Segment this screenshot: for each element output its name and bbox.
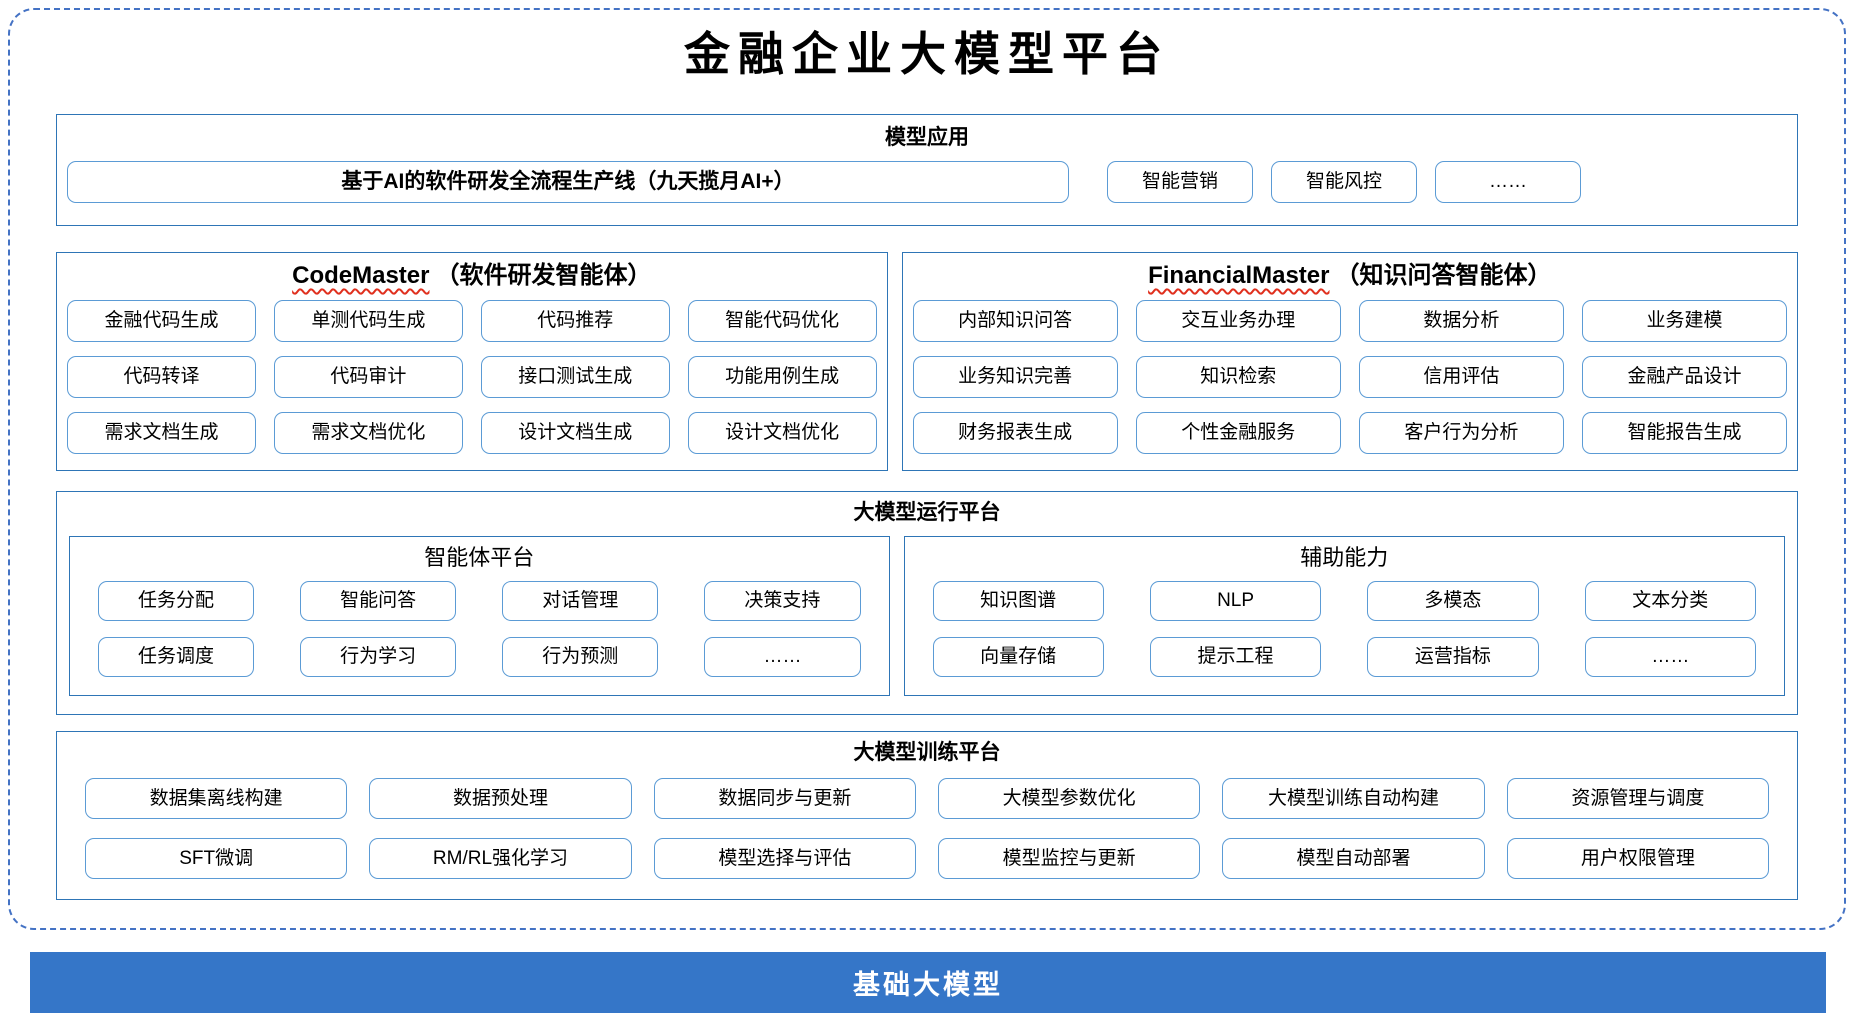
capability-box: 智能报告生成 [1581, 412, 1787, 454]
capability-box: …… [704, 637, 861, 677]
capability-box: 智能代码优化 [687, 300, 877, 342]
capability-box: …… [1435, 161, 1581, 203]
capability-box: 知识检索 [1135, 356, 1341, 398]
capability-box: 决策支持 [704, 581, 861, 621]
capability-box: 文本分类 [1584, 581, 1756, 621]
capability-box: 需求文档优化 [273, 412, 463, 454]
capability-box: 接口测试生成 [480, 356, 670, 398]
subsection-agent-platform: 智能体平台 任务分配 智能问答 对话管理 决策支持任务调度 行为学习 行为预测 …… [69, 536, 890, 696]
capability-box: 代码审计 [273, 356, 463, 398]
capability-box: 智能问答 [300, 581, 457, 621]
foundation-model-bar: 基础大模型 [30, 952, 1826, 1013]
model-application-header: 模型应用 [885, 126, 969, 149]
capability-box: 业务知识完善 [912, 356, 1118, 398]
capability-box: 金融产品设计 [1581, 356, 1787, 398]
codemaster-header: CodeMaster（软件研发智能体） [67, 259, 877, 293]
codemaster-title-zh: （软件研发智能体） [435, 262, 652, 289]
capability-box: 大模型参数优化 [938, 778, 1201, 819]
capability-box: 任务调度 [98, 637, 255, 677]
capability-box: 信用评估 [1358, 356, 1564, 398]
capability-box: 数据同步与更新 [653, 778, 916, 819]
section-model-application: 模型应用 基于AI的软件研发全流程生产线（九天揽月AI+） 智能营销智能风控 …… [56, 114, 1798, 226]
capability-box: 模型监控与更新 [938, 838, 1201, 879]
capability-box: 财务报表生成 [912, 412, 1118, 454]
agent-platform-grid: 任务分配 智能问答 对话管理 决策支持任务调度 行为学习 行为预测 …… [98, 581, 861, 677]
capability-box: 知识图谱 [932, 581, 1104, 621]
capability-box: 数据集离线构建 [85, 778, 348, 819]
financialmaster-title-en: FinancialMaster [1148, 262, 1330, 289]
capability-box: 用户权限管理 [1506, 838, 1769, 879]
capability-box: 代码推荐 [480, 300, 670, 342]
capability-box: 运营指标 [1367, 637, 1539, 677]
foundation-model-label: 基础大模型 [853, 970, 1003, 1000]
capability-box: 多模态 [1367, 581, 1539, 621]
training-platform-header: 大模型训练平台 [853, 741, 1001, 764]
capability-box: …… [1584, 637, 1756, 677]
capability-box: 智能营销 [1107, 161, 1253, 203]
section-codemaster: CodeMaster（软件研发智能体） 金融代码生成单测代码生成代码推荐智能代码… [56, 252, 888, 471]
capability-box: 交互业务办理 [1135, 300, 1341, 342]
page-title: 金融企业大模型平台 [684, 27, 1170, 81]
codemaster-grid: 金融代码生成单测代码生成代码推荐智能代码优化代码转译代码审计接口测试生成功能用例… [67, 300, 877, 454]
capability-box: 模型选择与评估 [653, 838, 916, 879]
capability-box: 数据预处理 [369, 778, 632, 819]
financialmaster-header: FinancialMaster（知识问答智能体） [913, 259, 1787, 293]
model-application-row: 基于AI的软件研发全流程生产线（九天揽月AI+） 智能营销智能风控 …… [67, 161, 1787, 203]
capability-box: 客户行为分析 [1358, 412, 1564, 454]
capability-box: 大模型训练自动构建 [1222, 778, 1485, 819]
capability-box: 设计文档生成 [480, 412, 670, 454]
capability-box: RM/RL强化学习 [369, 838, 632, 879]
section-runtime-platform: 大模型运行平台 智能体平台 任务分配 智能问答 对话管理 决策支持任务调度 行为学习 行为… [56, 491, 1798, 715]
capability-box: 提示工程 [1149, 637, 1322, 677]
subsection-aux-capabilities: 辅助能力 知识图谱 NLP 多模态 文本分类向量存储 提示工程 运营指标 …… [903, 536, 1785, 696]
section-training-platform: 大模型训练平台 数据集离线构建数据预处理数据同步与更新大模型参数优化大模型训练自… [56, 731, 1798, 900]
agent-platform-header: 智能体平台 [424, 545, 535, 570]
capability-box: SFT微调 [85, 838, 348, 879]
codemaster-title-en: CodeMaster [292, 262, 430, 289]
capability-box: 向量存储 [932, 637, 1104, 677]
capability-box: 任务分配 [98, 581, 255, 621]
ai-pipeline-box: 基于AI的软件研发全流程生产线（九天揽月AI+） [67, 161, 1069, 203]
capability-box: 金融代码生成 [67, 300, 256, 342]
training-platform-grid: 数据集离线构建数据预处理数据同步与更新大模型参数优化大模型训练自动构建资源管理与… [85, 778, 1769, 879]
capability-box: 单测代码生成 [273, 300, 463, 342]
capability-box: 行为学习 [300, 637, 457, 677]
capability-box: 资源管理与调度 [1506, 778, 1769, 819]
capability-box: 功能用例生成 [687, 356, 877, 398]
runtime-row: 智能体平台 任务分配 智能问答 对话管理 决策支持任务调度 行为学习 行为预测 …… 辅助能… [69, 536, 1785, 696]
capability-box: 设计文档优化 [687, 412, 877, 454]
section-financialmaster: FinancialMaster（知识问答智能体） 内部知识问答交互业务办理数据分… [901, 252, 1798, 471]
financialmaster-grid: 内部知识问答交互业务办理数据分析业务建模业务知识完善知识检索信用评估金融产品设计… [912, 300, 1787, 454]
aux-capabilities-grid: 知识图谱 NLP 多模态 文本分类向量存储 提示工程 运营指标 …… [932, 581, 1756, 677]
capability-box: NLP [1149, 581, 1322, 621]
capability-box: 行为预测 [502, 637, 659, 677]
capability-box: 内部知识问答 [912, 300, 1118, 342]
financialmaster-title-zh: （知识问答智能体） [1335, 262, 1552, 289]
capability-box: 代码转译 [67, 356, 256, 398]
platform-outer-frame: 金融企业大模型平台 模型应用 基于AI的软件研发全流程生产线（九天揽月AI+） … [8, 8, 1846, 930]
capability-box: 模型自动部署 [1222, 838, 1485, 879]
model-application-items: 智能营销智能风控 …… [1107, 161, 1581, 203]
capability-box: 智能风控 [1271, 161, 1417, 203]
capability-box: 业务建模 [1581, 300, 1787, 342]
capability-box: 数据分析 [1358, 300, 1564, 342]
capability-box: 个性金融服务 [1135, 412, 1341, 454]
agents-row: CodeMaster（软件研发智能体） 金融代码生成单测代码生成代码推荐智能代码… [56, 252, 1798, 471]
runtime-platform-header: 大模型运行平台 [853, 501, 1001, 524]
capability-box: 对话管理 [502, 581, 659, 621]
capability-box: 需求文档生成 [67, 412, 256, 454]
aux-capabilities-header: 辅助能力 [1300, 545, 1389, 570]
